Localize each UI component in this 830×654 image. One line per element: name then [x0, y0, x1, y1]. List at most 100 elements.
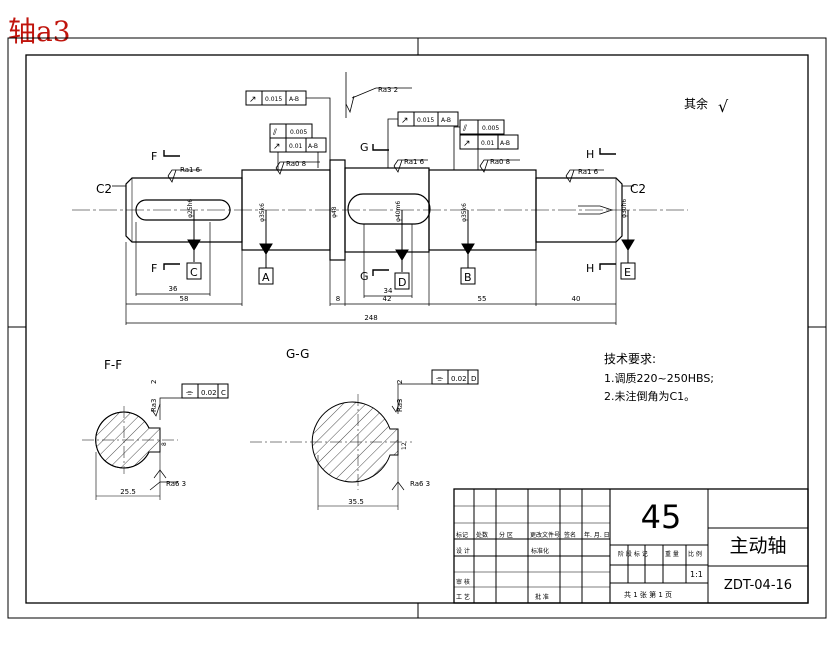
diameter-4: φ40m6: [395, 201, 402, 222]
gdt-2-symbol: ⫽: [272, 128, 277, 138]
ff-roughness-2: Ra6 3: [166, 480, 186, 488]
outer-frame: [7, 37, 827, 619]
datum-c: C: [190, 266, 198, 279]
rest-roughness-symbol: √: [718, 97, 729, 116]
ff-roughness: Ra3: [150, 399, 158, 412]
ff-gdt-symbol: ⌯: [186, 388, 194, 398]
roughness-3: Ra0 8: [286, 160, 306, 168]
tb-h-date: 年. 月. 日: [584, 531, 610, 539]
ff-gdt-datum: C: [221, 389, 226, 397]
dim-42: 42: [383, 295, 392, 303]
gdt-1-datum: A-B: [289, 96, 299, 103]
diameter-5: φ35k6: [461, 203, 468, 222]
tb-scale: 1:1: [690, 570, 703, 579]
gg-roughness: Ra3: [396, 399, 404, 412]
roughness-1: Ra3 2: [378, 86, 398, 94]
diameter-1: φ25h6: [187, 199, 194, 218]
tb-part-name: 主动轴: [729, 535, 786, 557]
gdt-4-datum: A-B: [441, 117, 451, 124]
gdt-4-tol: 0.015: [417, 117, 434, 124]
ff-height: 8: [161, 442, 168, 446]
roughness-4: Ra1 6: [404, 158, 425, 166]
gg-height: 12: [401, 442, 408, 450]
gg-gdt-tol: 0.02: [451, 375, 467, 383]
dim-40: 40: [572, 295, 581, 303]
dim-248: 248: [364, 314, 377, 322]
gg-gdt-datum: D: [471, 375, 476, 383]
datum-e: E: [624, 266, 631, 279]
tb-sheet: 共 1 张 第 1 页: [624, 590, 672, 599]
tb-drawing-no: ZDT-04-16: [724, 578, 792, 593]
section-mark-f-top: F: [151, 150, 157, 163]
tb-h-count: 处数: [476, 531, 488, 539]
tb-r-design: 设 计: [456, 547, 470, 555]
dim-8: 8: [336, 295, 340, 303]
section-mark-f-bottom: F: [151, 262, 157, 275]
drawing-corner-title: 轴a3: [8, 15, 71, 48]
dim-58: 58: [180, 295, 189, 303]
section-mark-h-bottom: H: [586, 262, 594, 275]
tb-r-check: 审 核: [456, 578, 470, 586]
tb-h-doc: 更改文件号: [530, 531, 560, 539]
tb-h-zone: 分 区: [499, 531, 513, 539]
diameter-6: φ30h6: [621, 199, 628, 218]
gdt-6-datum: A-B: [500, 140, 510, 147]
inner-border: [25, 54, 809, 604]
gdt-3-symbol: ↗: [273, 142, 281, 152]
tb-r-approve: 批 准: [535, 593, 549, 601]
tb-r-process: 工 艺: [456, 593, 470, 601]
section-ff-view: [82, 383, 229, 500]
gdt-5-symbol: ⫽: [462, 124, 467, 134]
gdt-5-tol: 0.005: [482, 125, 499, 132]
tb-scale-label: 比 例: [688, 550, 702, 558]
gdt-3-tol: 0.01: [289, 143, 303, 150]
gdt-1-symbol: ↗: [249, 95, 257, 105]
gdt-6-tol: 0.01: [481, 140, 495, 147]
gdt-1-tol: 0.015: [265, 96, 282, 103]
tb-stage-label: 阶 段 标 记: [618, 550, 648, 558]
ff-width: 25.5: [120, 488, 136, 496]
rest-note: 其余: [684, 96, 708, 111]
gdt-3-datum: A-B: [308, 143, 318, 150]
roughness-2: Ra1 6: [180, 166, 201, 174]
section-mark-g-top: G: [360, 141, 369, 154]
gg-gdt-symbol: ⌯: [436, 374, 444, 384]
datum-a: A: [262, 271, 270, 284]
gg-roughness-2: Ra6 3: [410, 480, 430, 488]
dim-34: 34: [384, 287, 393, 295]
tb-weight-label: 重 量: [665, 550, 679, 558]
tb-material: 45: [641, 498, 682, 536]
chamfer-left: C2: [96, 182, 112, 196]
gdt-6-symbol: ↗: [463, 139, 471, 149]
title-block: [453, 488, 809, 604]
gdt-4-symbol: ↗: [401, 116, 409, 126]
gdt-frame-3: [269, 137, 327, 153]
dim-36: 36: [169, 285, 178, 293]
section-gg-view: [250, 369, 479, 510]
tech-line-2: 2.未注倒角为C1。: [604, 389, 695, 403]
diameter-2: φ35k6: [259, 203, 266, 222]
section-ff-title: F-F: [104, 358, 122, 372]
datum-b: B: [464, 271, 472, 284]
roughness-5: Ra0 8: [490, 158, 510, 166]
chamfer-right: C2: [630, 182, 646, 196]
tech-title: 技术要求:: [604, 352, 656, 366]
tb-h-sign: 签名: [564, 531, 576, 539]
keyway-left: [135, 199, 231, 221]
shaft-main-view: [72, 159, 688, 261]
gg-width: 35.5: [348, 498, 364, 506]
gdt-2-tol: 0.005: [290, 129, 307, 136]
keyway-middle: [347, 193, 431, 225]
section-mark-h-top: H: [586, 148, 594, 161]
ff-gdt-tol: 0.02: [201, 389, 217, 397]
section-gg-title: G-G: [286, 347, 309, 361]
dim-55: 55: [478, 295, 487, 303]
tech-line-1: 1.调质220~250HBS;: [604, 372, 714, 385]
roughness-6: Ra1 6: [578, 168, 599, 176]
diameter-3: φ48: [331, 206, 338, 218]
tb-h-mark: 标记: [456, 531, 468, 539]
tb-r-std: 标准化: [531, 547, 549, 555]
gdt-frame-6: [459, 134, 519, 150]
ff-roughness-value: 2: [150, 380, 158, 384]
